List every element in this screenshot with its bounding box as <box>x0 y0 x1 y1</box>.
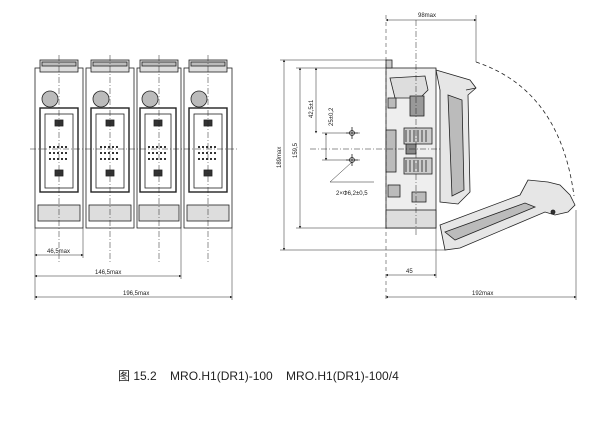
dim-width-triple: 146,5max <box>95 270 121 276</box>
dim-base-offset: 45 <box>406 269 413 275</box>
dim-width-single: 46,5max <box>47 249 70 255</box>
dim-width-total: 196,5max <box>123 291 149 297</box>
dim-height-inner: 159,5 <box>293 142 299 158</box>
front-view <box>30 55 238 300</box>
dim-depth-top: 98max <box>418 13 436 19</box>
dim-depth-open: 192max <box>472 291 493 297</box>
dim-holes: 2×Φ6,2±0,5 <box>336 191 368 197</box>
dim-pitch-2: 25±0,2 <box>329 107 335 126</box>
dim-pitch-1: 42,5±1 <box>309 99 315 118</box>
figure-caption: 图 15.2 MRO.H1(DR1)-100 MRO.H1(DR1)-100/4 <box>118 369 399 383</box>
side-view <box>280 15 577 300</box>
dim-height-total: 189max <box>277 147 283 168</box>
